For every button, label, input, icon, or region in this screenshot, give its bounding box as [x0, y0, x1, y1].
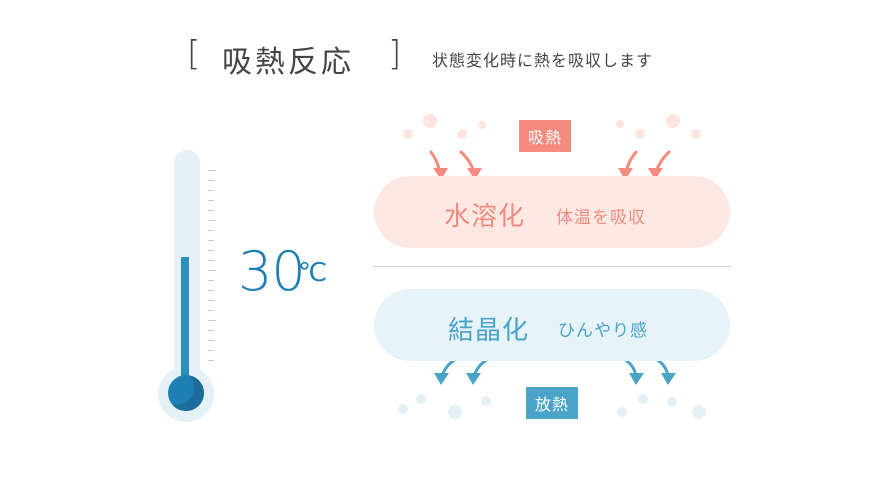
dissolution-label: 水溶化: [444, 202, 526, 232]
heat-release-badge: 放熱: [526, 387, 579, 419]
temperature-unit: ℃: [298, 258, 328, 288]
scale-tick: [208, 270, 216, 271]
cool-dot: [398, 404, 408, 414]
cool-dot: [416, 394, 426, 404]
crystallization-sublabel: ひんやり感: [558, 321, 648, 341]
heat-dot: [478, 121, 486, 129]
scale-tick: [208, 250, 214, 251]
scale-tick: [208, 360, 214, 361]
thermometer-bulb-icon: [168, 375, 204, 411]
scale-tick: [208, 350, 214, 351]
thermometer-mercury: [181, 256, 189, 388]
heat-in-arrowhead: [618, 168, 633, 180]
scale-tick: [208, 340, 214, 341]
heat-dot: [457, 129, 467, 139]
cool-dot: [667, 397, 677, 407]
scale-tick: [208, 330, 214, 331]
scale-tick: [208, 220, 216, 221]
heat-out-arrowhead: [629, 373, 644, 385]
heat-dot: [691, 129, 701, 139]
heat-dot: [635, 129, 645, 139]
heat-out-arrowhead: [434, 373, 449, 385]
heat-in-arrowhead: [648, 168, 663, 180]
page-title: 吸熱反応: [222, 45, 354, 80]
cool-dot: [617, 407, 627, 417]
cool-dot: [481, 396, 491, 406]
heat-dot: [616, 120, 624, 128]
page-subtitle: 状態変化時に熱を吸収します: [432, 51, 654, 70]
cool-dot: [638, 394, 648, 404]
scale-tick: [208, 170, 216, 171]
scale-tick: [208, 210, 214, 211]
heat-in-arrowhead: [467, 168, 482, 180]
heat-out-arrowhead: [661, 373, 676, 385]
heat-dot: [423, 114, 437, 128]
dissolution-sublabel: 体温を吸収: [556, 208, 646, 228]
scale-tick: [208, 190, 214, 191]
scale-tick: [208, 230, 214, 231]
heat-in-arrowhead: [433, 168, 448, 180]
title-bracket-close: ]: [388, 34, 402, 74]
heat-absorb-badge: 吸熱: [519, 120, 572, 152]
scale-tick: [208, 290, 214, 291]
divider-line: [373, 266, 731, 267]
crystallization-label: 結晶化: [448, 316, 530, 346]
crystallization-panel: [374, 289, 730, 361]
scale-tick: [208, 280, 214, 281]
temperature-value: 30: [238, 240, 306, 303]
scale-tick: [208, 320, 216, 321]
scale-tick: [208, 200, 214, 201]
heat-out-arrowhead: [466, 373, 481, 385]
heat-dot: [403, 129, 413, 139]
dissolution-panel: [374, 176, 730, 248]
scale-tick: [208, 310, 214, 311]
scale-tick: [208, 240, 214, 241]
scale-tick: [208, 180, 214, 181]
scale-tick: [208, 300, 214, 301]
scale-tick: [208, 260, 214, 261]
cool-dot: [448, 405, 462, 419]
cool-dot: [692, 405, 706, 419]
heat-dot: [666, 114, 680, 128]
title-bracket-open: [: [187, 34, 201, 74]
